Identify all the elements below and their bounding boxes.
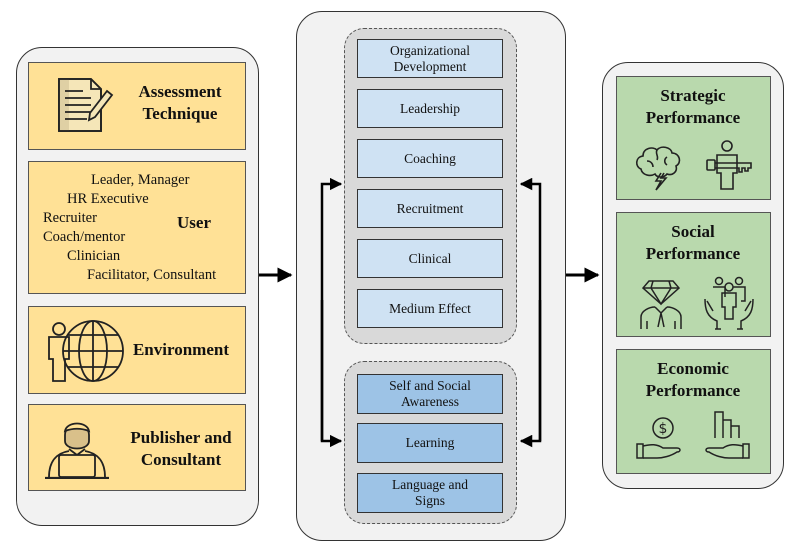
item-line: Development — [393, 58, 467, 74]
person-laptop-icon — [45, 422, 109, 479]
user-role: Leader, Manager — [91, 172, 190, 188]
area-leadership: Leadership — [357, 89, 503, 128]
title-line: Performance — [645, 108, 741, 127]
user-role: Coach/mentor — [43, 229, 126, 245]
social-performance-box: Social Performance — [616, 212, 771, 337]
economic-performance-title: Economic Performance — [617, 358, 769, 402]
item-line: Self and Social — [389, 378, 471, 393]
publisher-consultant-box: Publisher and Consultant — [28, 404, 246, 491]
area-recruitment: Recruitment — [357, 189, 503, 228]
diamond-head-person-icon — [640, 280, 682, 329]
title-line: Performance — [645, 381, 741, 400]
title-line: Strategic — [660, 86, 726, 105]
area-learning: Learning — [357, 423, 503, 463]
item-line: Organizational — [390, 42, 470, 58]
title-line: Technique — [142, 104, 218, 123]
title-line: Performance — [645, 244, 741, 263]
item-line: Clinical — [408, 250, 452, 266]
item-line: Signs — [414, 493, 445, 508]
area-coaching: Coaching — [357, 139, 503, 178]
strategic-performance-title: Strategic Performance — [617, 85, 769, 129]
user-title: User — [177, 213, 211, 232]
hand-bar-chart-icon — [705, 411, 750, 459]
person-key-icon — [706, 140, 752, 190]
document-pen-icon — [58, 78, 114, 132]
item-line: Leadership — [400, 100, 460, 116]
economic-performance-box: Economic Performance $ — [616, 349, 771, 474]
hand-coin-icon: $ — [636, 417, 681, 459]
environment-title: Environment — [132, 340, 230, 359]
title-line: Social — [671, 222, 715, 241]
person-globe-icon — [48, 320, 124, 382]
social-performance-title: Social Performance — [617, 221, 769, 265]
user-role: Clinician — [67, 248, 121, 264]
feedback-arrow-left — [320, 177, 343, 448]
item-line: Language and — [391, 477, 469, 492]
hands-holding-people-icon — [704, 276, 754, 330]
user-box: Leader, Manager HR Executive Recruiter C… — [28, 161, 246, 294]
svg-text:$: $ — [659, 421, 668, 437]
item-line: Learning — [405, 435, 455, 450]
brain-lightning-icon — [635, 146, 681, 191]
area-clinical: Clinical — [357, 239, 503, 278]
user-role: HR Executive — [67, 191, 149, 207]
title-line: Economic — [657, 359, 729, 378]
user-role: Facilitator, Consultant — [87, 267, 217, 283]
feedback-arrow-right — [519, 177, 542, 448]
user-role: Recruiter — [43, 210, 97, 226]
title-line: Publisher and — [130, 428, 232, 447]
item-line: Recruitment — [396, 200, 464, 216]
title-line: Consultant — [140, 450, 222, 469]
strategic-performance-box: Strategic Performance — [616, 76, 771, 200]
item-line: Medium Effect — [389, 300, 471, 316]
title-line: Assessment — [138, 82, 222, 101]
publisher-consultant-title: Publisher and Consultant — [117, 427, 245, 471]
assessment-technique-box: Assessment Technique — [28, 62, 246, 150]
area-medium-effect: Medium Effect — [357, 289, 503, 328]
environment-box: Environment — [28, 306, 246, 394]
item-line: Awareness — [400, 394, 459, 409]
assessment-technique-title: Assessment Technique — [121, 81, 239, 125]
item-line: Coaching — [404, 150, 456, 166]
